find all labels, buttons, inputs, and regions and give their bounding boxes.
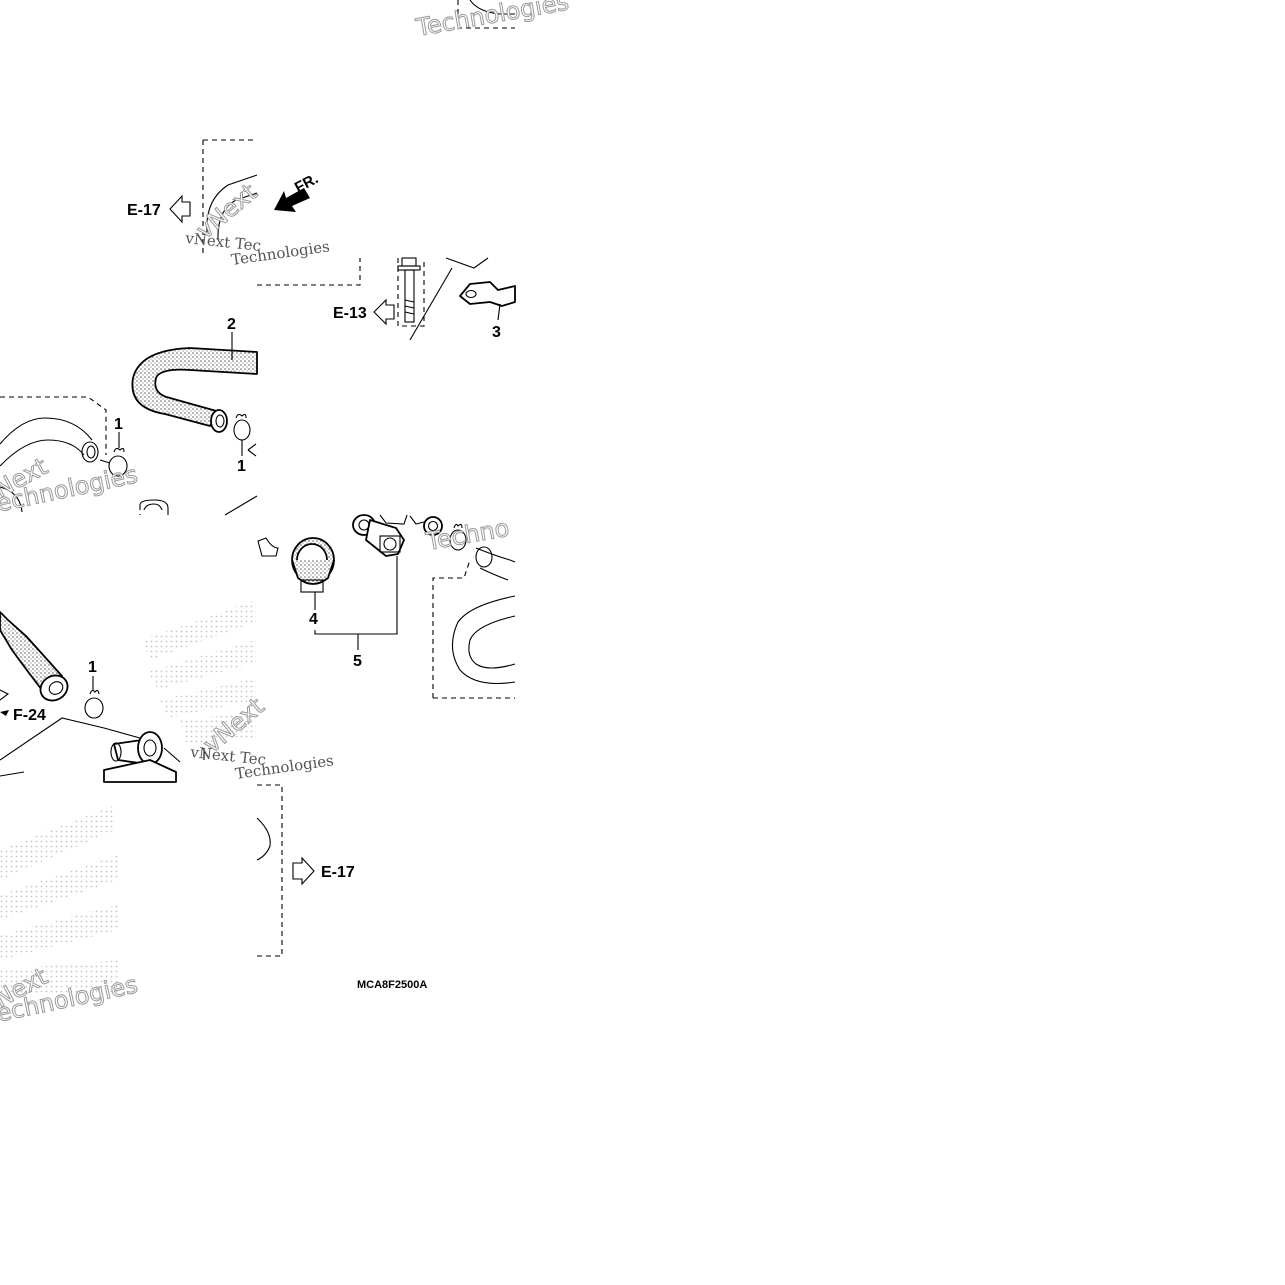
hose-clip-d: [84, 689, 104, 719]
part-label-hose: 2: [227, 316, 236, 333]
water-hose-2: [131, 347, 258, 433]
ref-label-e17-bottom: E-17: [321, 864, 355, 881]
clamp-band-4: [291, 537, 335, 593]
part-label-clip-a: 1: [114, 416, 123, 433]
ref-label-f24: F-24: [13, 707, 46, 724]
ref-label-e13: E-13: [333, 305, 367, 322]
bracket-3: [459, 281, 516, 321]
front-direction-arrow: FR.: [274, 170, 321, 212]
region-hose-upper: 2 1 1: [0, 316, 258, 516]
part-label-clip-b: 1: [237, 458, 246, 475]
region-sensor: 4 5: [257, 514, 516, 699]
hose-clip-a: [108, 447, 128, 477]
hose-clip-c: [449, 523, 467, 551]
part-label-band: 4: [309, 611, 318, 628]
region-lower: 1 F-24 E-17 MCA8F2500A: [0, 611, 427, 991]
thermostat-housing: [352, 514, 408, 557]
wing-emblem-logo: [0, 600, 256, 995]
part-label-clip-c: 1: [88, 659, 97, 676]
ref-arrow-e17-top[interactable]: E-17: [127, 194, 191, 224]
hose-clip-b: [233, 413, 251, 441]
flange-bolt: [397, 257, 421, 323]
region-bracket: E-13 3: [333, 257, 516, 341]
part-label-bracket: 3: [492, 324, 501, 341]
watermark-tech-top: Technologies: [413, 0, 571, 42]
o-ring-fitting: [423, 516, 443, 536]
drawing-code: MCA8F2500A: [357, 979, 427, 991]
water-pump-fitting: [103, 731, 181, 783]
ref-label-e17-top: E-17: [127, 202, 161, 219]
ref-arrow-e13[interactable]: E-13: [333, 298, 395, 326]
ref-arrow-e17-bottom[interactable]: E-17: [292, 856, 355, 886]
ref-arrow-f24[interactable]: F-24: [0, 707, 46, 724]
water-hose-lower: [0, 611, 69, 702]
part-label-assembly: 5: [353, 653, 362, 670]
